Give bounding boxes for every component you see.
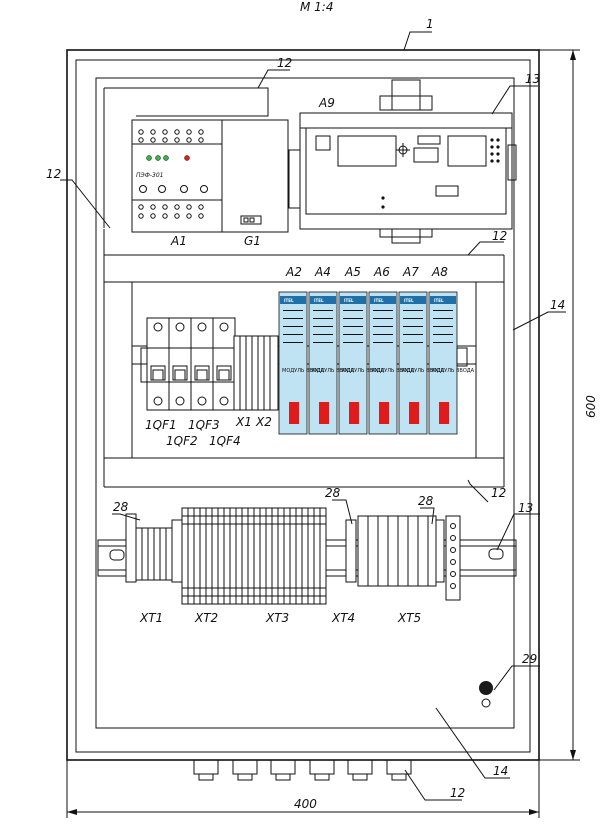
label-a8: A8: [431, 265, 448, 279]
label-xt4: XT4: [331, 611, 355, 625]
din-rail-top: [379, 79, 433, 111]
a1-knobs: [139, 185, 208, 193]
terminal-block-xt1: [125, 513, 183, 583]
cable-glands: [193, 759, 412, 781]
callout-28-right: 28: [418, 494, 434, 508]
module-a5-label: МОДУЛЬ ВВОДА: [342, 368, 385, 374]
callout-13-top: 13: [525, 72, 540, 86]
module-a7-label: МОДУЛЬ ВВОДА: [402, 368, 445, 374]
cable-duct-mid: [103, 229, 505, 488]
terminal-block-xt5: [357, 515, 461, 601]
module-a8-label: МОДУЛЬ ВВОДА: [432, 368, 475, 374]
label-xt2: XT2: [194, 611, 218, 625]
callout-12-left: 12: [46, 167, 61, 181]
a1-led-green-2: [155, 155, 161, 161]
callout-28-left: 28: [113, 500, 129, 514]
a1-model-label: ПЭФ-301: [136, 172, 163, 179]
a1-terminal-row-bottom: [138, 204, 204, 219]
module-a7: [398, 291, 428, 435]
indicator-lamp: [479, 681, 493, 708]
callout-12-top: 12: [277, 56, 292, 70]
label-xt5: XT5: [397, 611, 421, 625]
label-1qf4: 1QF4: [209, 434, 241, 448]
label-x1: X1: [235, 415, 252, 429]
module-a6-brand: ITEL: [374, 298, 384, 303]
a1-led-green-1: [146, 155, 152, 161]
label-a6: A6: [373, 265, 390, 279]
module-a2-label: МОДУЛЬ ВВОДА: [282, 368, 325, 374]
module-a5-brand: ITEL: [344, 298, 354, 303]
callout-12-bottom: 12: [450, 786, 465, 800]
label-g1: G1: [244, 234, 261, 248]
breakers-1qf: [140, 317, 242, 411]
label-1qf1: 1QF1: [145, 418, 177, 432]
dimension-height-value: 600: [584, 395, 598, 418]
mounting-plate: [95, 77, 515, 729]
dimension-width-value: 400: [294, 797, 317, 811]
label-1qf2: 1QF2: [166, 434, 198, 448]
g1-connector: [240, 215, 262, 225]
dimension-height: [539, 49, 580, 761]
label-1qf3: 1QF3: [188, 418, 220, 432]
label-a9: A9: [318, 96, 335, 110]
label-xt1: XT1: [139, 611, 163, 625]
terminals-x1-x2: [233, 335, 279, 411]
callout-14-right: 14: [550, 298, 565, 312]
a1-led-red: [184, 155, 190, 161]
a9-buttons: [490, 138, 500, 163]
terminal-block-xt4: [345, 519, 357, 583]
label-a4: A4: [314, 265, 331, 279]
label-a5: A5: [344, 265, 361, 279]
callout-13-right: 13: [518, 501, 533, 515]
scale-label: M 1:4: [300, 0, 333, 14]
label-x2: X2: [255, 415, 272, 429]
callout-12-low: 12: [491, 486, 506, 500]
label-xt3: XT3: [265, 611, 289, 625]
callout-29: 29: [522, 652, 537, 666]
device-a1: ПЭФ-301: [103, 87, 289, 233]
module-a7-brand: ITEL: [404, 298, 414, 303]
terminal-block-xt2-xt3: [181, 507, 327, 605]
module-a4-label: МОДУЛЬ ВВОДА: [312, 368, 355, 374]
module-a4-brand: ITEL: [314, 298, 324, 303]
label-a1: A1: [170, 234, 187, 248]
label-a2: A2: [285, 265, 302, 279]
callout-14-bottom: 14: [493, 764, 508, 778]
callout-12-mid: 12: [492, 229, 507, 243]
module-a6-label: МОДУЛЬ ВВОДА: [372, 368, 415, 374]
a1-led-green-3: [163, 155, 169, 161]
a1-terminal-row-top: [138, 129, 204, 143]
module-a2-brand: ITEL: [284, 298, 294, 303]
itel-modules: ITEL ITEL ITEL ITEL ITEL ITEL МОДУЛЬ ВВО…: [278, 291, 475, 435]
callout-1: 1: [426, 17, 434, 31]
label-a7: A7: [402, 265, 419, 279]
callout-leaders: [60, 31, 566, 801]
module-a8-brand: ITEL: [434, 298, 444, 303]
enclosure: [66, 49, 540, 761]
device-a9: [288, 112, 517, 244]
dimension-width: [66, 760, 540, 818]
callout-28-mid: 28: [325, 486, 341, 500]
